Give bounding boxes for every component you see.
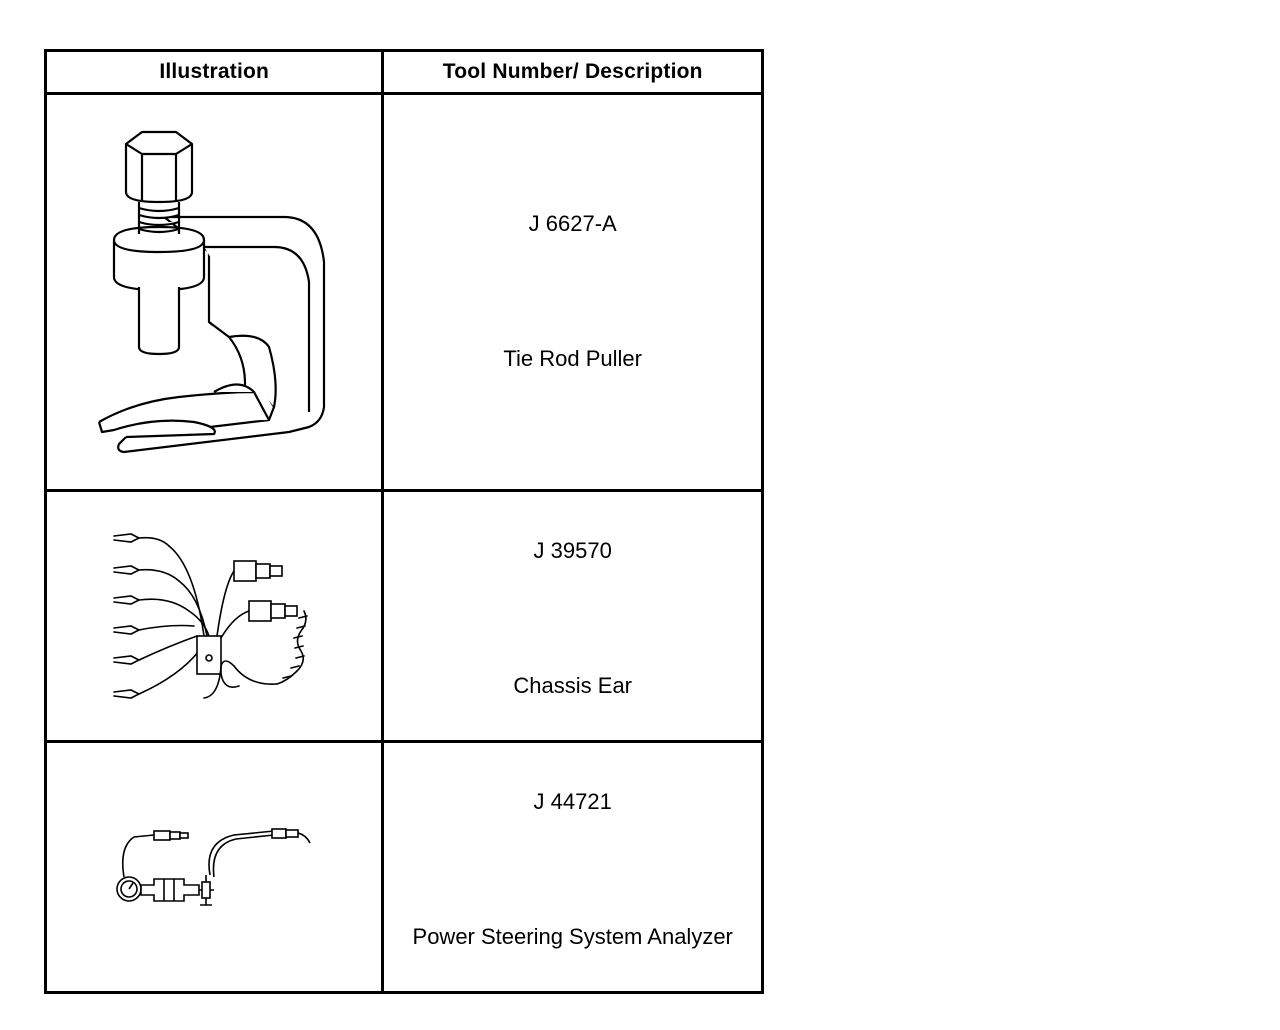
description-cell: J 44721 Power Steering System Analyzer [381, 739, 764, 995]
illustration-cell [43, 488, 385, 743]
tool-number: J 39570 [533, 537, 612, 563]
tie-rod-puller-icon [98, 130, 326, 454]
header-illustration: Illustration [43, 49, 385, 95]
tool-number: J 6627-A [528, 211, 617, 236]
illustration-cell [43, 739, 385, 995]
description-cell: J 39570 Chassis Ear [381, 488, 764, 743]
tool-number: J 44721 [533, 788, 612, 814]
chassis-ear-icon [113, 533, 309, 699]
description-cell: J 6627-A Tie Rod Puller [381, 92, 764, 492]
table-row: J 44721 Power Steering System Analyzer [43, 739, 764, 995]
table-row: J 6627-A Tie Rod Puller [43, 92, 764, 492]
power-steering-analyzer-icon [116, 828, 311, 906]
tool-description: Chassis Ear [513, 672, 632, 698]
illustration-cell [43, 92, 385, 492]
header-description: Tool Number/ Description [381, 49, 764, 95]
tool-description: Tie Rod Puller [503, 346, 642, 371]
tool-description: Power Steering System Analyzer [412, 923, 733, 949]
header-row: Illustration Tool Number/ Description [43, 49, 764, 95]
tools-table: Illustration Tool Number/ Description [43, 49, 764, 995]
table-row: J 39570 Chassis Ear [43, 488, 764, 743]
